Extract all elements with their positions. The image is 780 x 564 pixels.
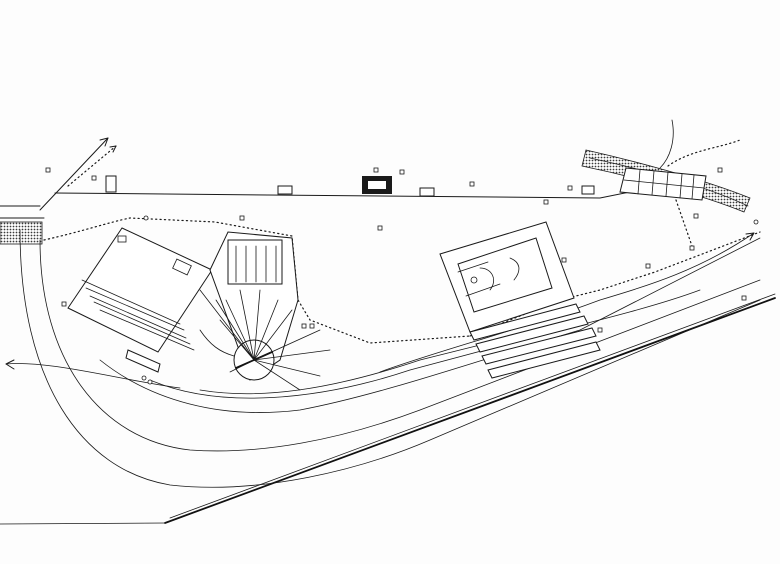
engine-shed — [67, 227, 213, 373]
platforms — [469, 303, 601, 379]
left-culvert — [0, 221, 43, 245]
bridge — [581, 119, 751, 213]
main-line — [0, 293, 776, 525]
top-left-road — [39, 137, 117, 211]
upper-road-buildings — [105, 175, 595, 197]
turntable — [199, 289, 331, 391]
yard-tracks — [5, 229, 761, 488]
roundhouse — [209, 231, 299, 381]
right-fence — [675, 199, 693, 247]
site-markers — [45, 167, 759, 385]
upper-road-line — [54, 189, 641, 199]
station-building — [439, 221, 575, 333]
